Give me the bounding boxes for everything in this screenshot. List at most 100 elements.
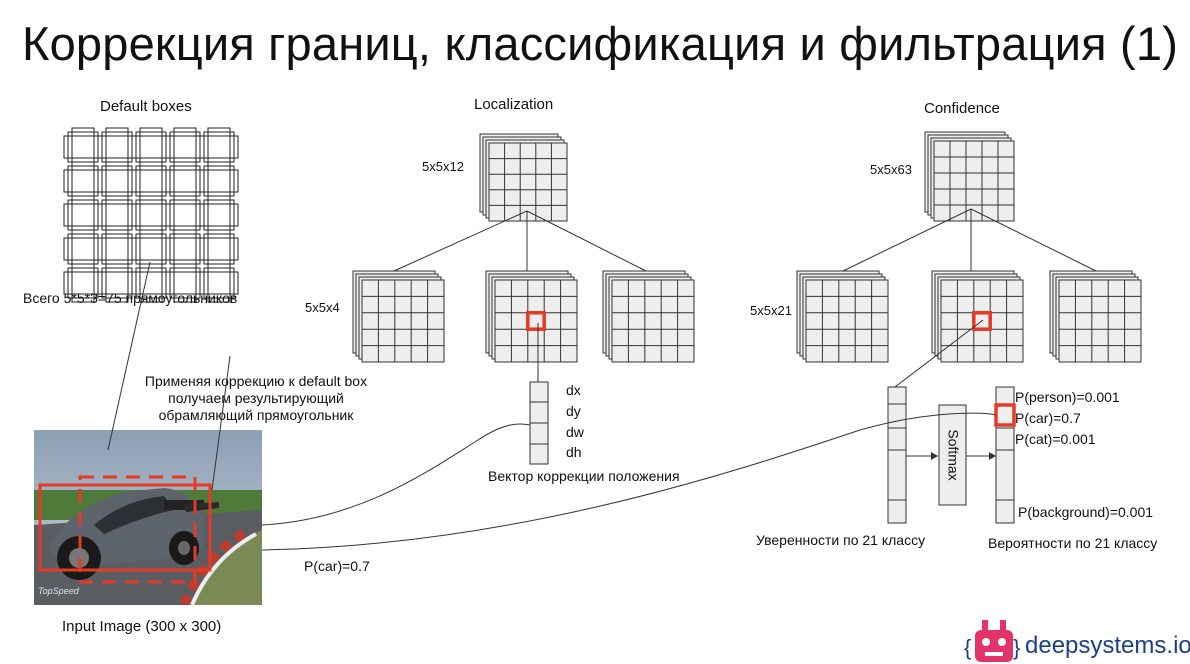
default-box [105,195,129,235]
photo-watermark: TopSpeed [38,586,79,596]
confidence-branch-3 [1049,270,1142,363]
default-box [165,271,205,295]
vector-item-dx: dx [566,382,581,398]
default-box [173,263,197,303]
default-box [139,263,163,303]
highlighted-cell [526,311,546,331]
prob-cat: P(cat)=0.001 [1015,431,1096,447]
default-box [131,271,171,295]
default-box [173,127,197,167]
default-box [97,271,137,295]
input-image-caption: Input Image (300 x 300) [62,618,222,635]
prob-person: P(person)=0.001 [1015,389,1120,405]
confidence-top-stack [924,131,1015,222]
default-box [139,127,163,167]
detection-label: P(car)=0.7 [304,558,370,574]
default-box [173,229,197,269]
default-box [71,127,95,167]
localization-top-stack [479,133,568,222]
tree-connectors [393,208,1097,272]
default-box [71,195,95,235]
default-box [131,135,171,159]
default-box [207,229,231,269]
confidence-top-dims: 5x5x63 [870,162,912,177]
probs-caption: Вероятности по 21 классу [988,535,1158,551]
default-box [139,229,163,269]
localization-branch-3 [602,270,695,363]
default-box [165,135,205,159]
svg-text:{: { [964,635,971,660]
localization-heading: Localization [474,96,554,113]
brand-name: deepsystems.io [1025,632,1190,659]
default-box [173,161,197,201]
default-box [63,135,103,159]
input-image: TopSpeed [34,430,262,605]
vector-item-dy: dy [566,403,581,419]
default-box [63,203,103,227]
localization-branch-1 [352,270,445,363]
default-box [131,237,171,261]
correction-note: Применяя коррекцию к default box получае… [144,373,368,423]
default-box [139,161,163,201]
default-box [199,203,239,227]
default-box [139,195,163,235]
default-box [71,161,95,201]
default-box [199,271,239,295]
prob-car: P(car)=0.7 [1015,410,1081,426]
confidence-branch-1 [796,270,889,363]
default-box [105,127,129,167]
vector-item-dh: dh [566,444,582,460]
vector-item-dw: dw [566,424,584,440]
highlighted-cell [972,311,992,331]
default-box [207,127,231,167]
default-box [165,203,205,227]
default-box [131,169,171,193]
default-box [105,161,129,201]
default-box [131,203,171,227]
page-title: Коррекция границ, классификация и фильтр… [22,17,1179,70]
default-box [97,237,137,261]
localization-top-dims: 5x5x12 [422,159,464,174]
default-box [71,229,95,269]
default-box [173,195,197,235]
car-photo-icon [34,430,262,605]
default-box [203,267,235,299]
svg-text:}: } [1013,635,1020,660]
default-box [63,169,103,193]
default-box [199,237,239,261]
softmax-label: Softmax [945,429,961,480]
default-box [199,169,239,193]
robot-logo-icon: { } [964,620,1020,662]
flow-curves [107,261,997,551]
scores-column [887,319,984,524]
probabilities-column [994,386,1016,524]
default-box [97,135,137,159]
default-box [105,263,129,303]
default-boxes-grid [63,127,239,303]
prob-background: P(background)=0.001 [1018,504,1154,520]
default-boxes-heading: Default boxes [100,98,192,115]
default-box [165,169,205,193]
vector-caption: Вектор коррекции положения [488,468,680,484]
scores-caption: Уверенности по 21 классу [756,532,926,548]
default-box [199,135,239,159]
default-box [165,237,205,261]
detection-boxes [38,475,212,584]
confidence-branch-dims: 5x5x21 [750,303,792,318]
default-box [207,263,231,303]
correction-vector [529,323,549,465]
confidence-branch-2 [931,270,1024,363]
default-box [97,169,137,193]
default-box [105,229,129,269]
softmax-block: Softmax [906,404,996,506]
default-box [207,195,231,235]
default-box [63,271,103,295]
default-box [71,263,95,303]
default-box [207,161,231,201]
localization-branch-dims: 5x5x4 [305,300,340,315]
default-box [63,237,103,261]
confidence-heading: Confidence [924,100,1000,117]
localization-branch-2 [485,270,578,363]
default-box [97,203,137,227]
